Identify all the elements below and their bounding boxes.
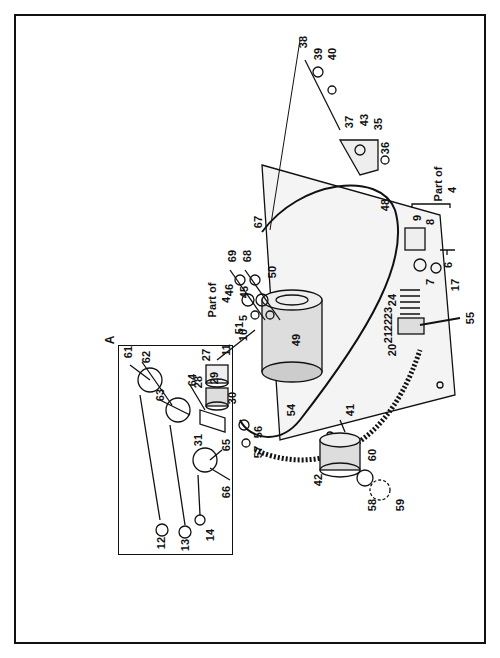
callout-number: 67 <box>253 216 264 228</box>
callout-number: Part of <box>433 167 444 202</box>
callout-number: 65 <box>221 439 232 451</box>
callout-number: 40 <box>327 48 338 60</box>
callout-number: 64 <box>187 374 198 386</box>
callout-number: 41 <box>345 404 356 416</box>
terminal-stack <box>200 330 255 447</box>
callout-number: 22 <box>383 319 394 331</box>
frame-border <box>15 15 485 643</box>
callout-number: 50 <box>267 266 278 278</box>
callout-number: 37 <box>344 116 355 128</box>
callout-number: 14 <box>205 529 216 541</box>
cable <box>255 350 420 460</box>
callout-number: 60 <box>367 449 378 461</box>
callout-number: 56 <box>253 426 264 438</box>
callout-number: 42 <box>313 474 324 486</box>
inset-terminals <box>130 362 230 538</box>
callout-number: 9 <box>412 215 423 221</box>
callout-number: 5 <box>238 315 249 321</box>
callout-number: 35 <box>373 118 384 130</box>
callout-number: 4 <box>447 187 458 193</box>
callout-number: 30 <box>227 392 238 404</box>
callout-number: 48 <box>380 199 391 211</box>
callout-number: 7 <box>425 279 436 285</box>
callout-number: 12 <box>156 537 167 549</box>
callout-number: 62 <box>141 351 152 363</box>
callout-number: 54 <box>286 404 297 416</box>
switch-cylinder <box>320 420 390 500</box>
callout-number: 39 <box>313 48 324 60</box>
callout-number: Part of <box>207 283 218 318</box>
callout-number: 46 <box>224 284 235 296</box>
callout-number: 59 <box>395 499 406 511</box>
solenoid <box>262 290 322 382</box>
callout-number: 17 <box>450 279 461 291</box>
callout-number: 24 <box>387 294 398 306</box>
callout-number: 43 <box>359 114 370 126</box>
callout-number: 69 <box>227 250 238 262</box>
callout-number: 20 <box>387 344 398 356</box>
callout-number: 23 <box>383 307 394 319</box>
callout-number: 13 <box>180 539 191 551</box>
callout-number: 31 <box>193 434 204 446</box>
bracket <box>305 60 389 175</box>
callout-number: 38 <box>298 36 309 48</box>
callout-number: 57 <box>253 446 264 458</box>
callout-number: 21 <box>383 331 394 343</box>
callout-number: 61 <box>123 346 134 358</box>
callout-number: 29 <box>209 372 220 384</box>
inset-letter: A <box>104 336 116 345</box>
callout-number: 68 <box>242 250 253 262</box>
callout-number: 66 <box>221 486 232 498</box>
callout-number: 4 <box>221 297 232 303</box>
callout-number: 45 <box>239 286 250 298</box>
callout-number: 49 <box>291 334 302 346</box>
callout-number: 58 <box>367 499 378 511</box>
wire-loop <box>240 185 398 436</box>
callout-number: 6 <box>443 262 454 268</box>
callout-number: 27 <box>201 349 212 361</box>
callout-number: 36 <box>380 142 391 154</box>
callout-number: 55 <box>465 312 476 324</box>
spring-terminal <box>398 204 460 334</box>
callout-number: 11 <box>221 344 232 356</box>
callout-number: 8 <box>425 219 436 225</box>
mounting-plate <box>262 165 455 440</box>
callout-number: 63 <box>155 389 166 401</box>
callout-number: 10 <box>238 329 249 341</box>
